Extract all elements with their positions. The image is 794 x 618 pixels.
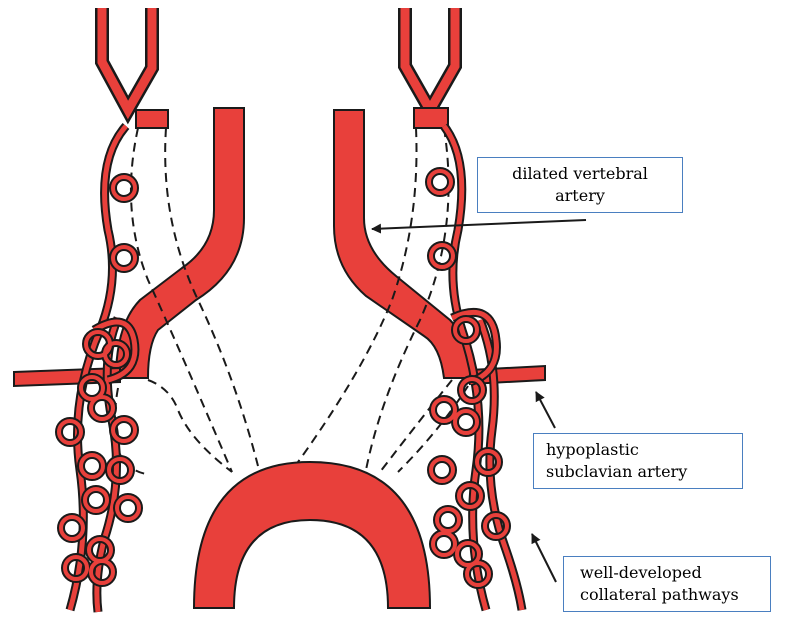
label-line-2: collateral pathways xyxy=(580,584,770,606)
label-line-1: hypoplastic xyxy=(546,439,742,461)
left-carotid-artery xyxy=(102,8,168,128)
label-well-developed-collateral-pathways: well-developed collateral pathways xyxy=(563,556,771,612)
label-hypoplastic-subclavian-artery: hypoplastic subclavian artery xyxy=(533,433,743,489)
label-line-1: dilated vertebral xyxy=(478,163,682,185)
collateral-arrow xyxy=(532,534,556,582)
right-carotid-artery xyxy=(405,8,455,128)
label-line-2: artery xyxy=(478,185,682,207)
label-line-1: well-developed xyxy=(580,562,770,584)
label-line-2: subclavian artery xyxy=(546,461,742,483)
label-dilated-vertebral-artery: dilated vertebral artery xyxy=(477,157,683,213)
subclavian-arrow xyxy=(536,392,555,428)
vertebral-arrow xyxy=(372,220,586,229)
aortic-arch xyxy=(194,462,430,608)
